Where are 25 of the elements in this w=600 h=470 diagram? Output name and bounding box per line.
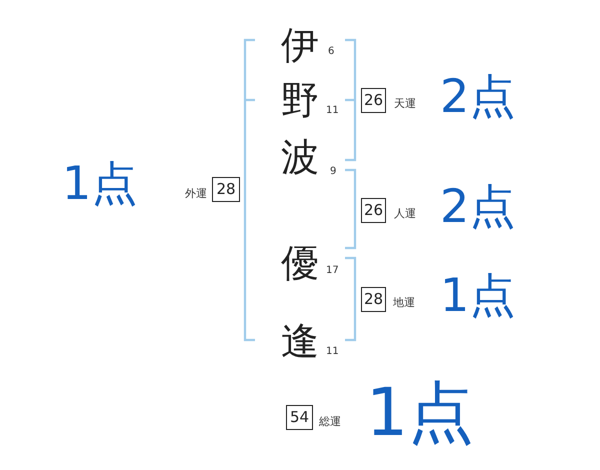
fortune-label: 外運 xyxy=(185,188,207,199)
stroke-count: 6 xyxy=(328,47,334,57)
stroke-count: 11 xyxy=(326,106,339,116)
number-box: 54 xyxy=(286,405,313,430)
number-box: 28 xyxy=(361,287,386,312)
name-character: 伊 xyxy=(281,26,319,64)
score-text: 1点 xyxy=(62,160,138,206)
number-box: 28 xyxy=(212,177,240,202)
fortune-label: 総運 xyxy=(319,416,341,427)
fortune-label: 人運 xyxy=(394,208,416,219)
number-box: 26 xyxy=(361,88,386,113)
name-character: 野 xyxy=(281,81,319,119)
score-text: 1点 xyxy=(366,380,474,446)
score-text: 1点 xyxy=(440,272,516,318)
fortune-label: 天運 xyxy=(394,98,416,109)
stroke-count: 17 xyxy=(326,266,339,276)
fortune-label: 地運 xyxy=(393,297,415,308)
name-character: 逢 xyxy=(281,322,319,360)
score-text: 2点 xyxy=(440,183,516,229)
number-box: 26 xyxy=(361,198,386,223)
stroke-count: 9 xyxy=(330,167,336,177)
name-character: 優 xyxy=(281,244,319,282)
name-character: 波 xyxy=(281,138,319,176)
score-text: 2点 xyxy=(440,73,516,119)
stroke-count: 11 xyxy=(326,347,339,357)
